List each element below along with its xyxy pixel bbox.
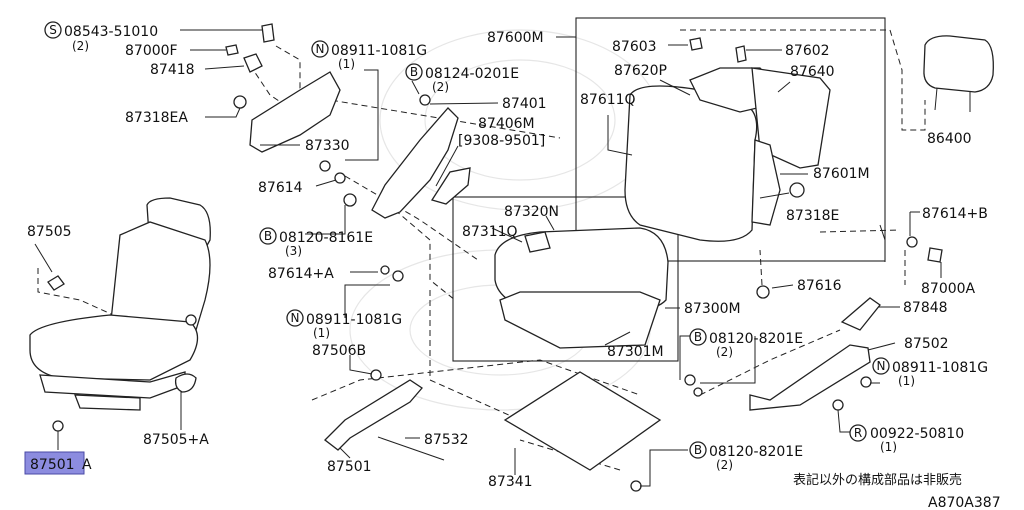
b-circle-icon — [259, 227, 277, 245]
part-label-87505[interactable]: 87505 — [27, 224, 72, 240]
part-label-08120-8201e-bottom[interactable]: 08120-8201E — [709, 444, 803, 460]
part-label-87506b[interactable]: 87506B — [312, 343, 366, 359]
part-label-87501-selected[interactable]: 87501 — [30, 457, 75, 473]
part-qty-00922: (1) — [880, 440, 897, 454]
part-qty-08124: (2) — [432, 80, 449, 94]
n-circle-icon — [286, 309, 304, 327]
complete-seat-assembly — [29, 197, 211, 432]
right-side-fasteners — [749, 236, 943, 411]
s-circle-icon — [44, 21, 62, 39]
b-prefix-letter: B — [410, 65, 418, 79]
s-prefix-letter: S — [49, 23, 57, 37]
part-label-87600m[interactable]: 87600M — [487, 30, 544, 46]
part-labels: 08543-51010 (2) 87000F 87418 87318EA 873… — [27, 24, 988, 490]
part-label-87640[interactable]: 87640 — [790, 64, 835, 80]
part-label-87614[interactable]: 87614 — [258, 180, 303, 196]
part-label-08911-top[interactable]: 08911-1081G — [331, 43, 427, 59]
selected-part-highlight — [24, 451, 85, 475]
not-for-sale-note: 表記以外の構成部品は非販売 — [793, 472, 962, 488]
part-label-87502[interactable]: 87502 — [904, 336, 949, 352]
n-prefix-letter: N — [291, 311, 300, 325]
part-label-87616[interactable]: 87616 — [797, 278, 842, 294]
part-qty-08911-right: (1) — [898, 374, 915, 388]
dashed-guides — [37, 29, 926, 471]
part-label-87406m[interactable]: 87406M — [478, 116, 535, 132]
part-label-08911-right[interactable]: 08911-1081G — [892, 360, 988, 376]
seat-back-group-box — [575, 17, 886, 262]
n-circle-icon — [311, 40, 329, 58]
n-circle-icon — [872, 357, 890, 375]
part-label-08124[interactable]: 08124-0201E — [425, 66, 519, 82]
prefix-circle-icons: S N B B N B N R B — [44, 21, 890, 459]
b-prefix-letter: B — [264, 229, 272, 243]
part-label-08911-mid[interactable]: 08911-1081G — [306, 312, 402, 328]
b-circle-icon — [405, 63, 423, 81]
part-label-87611q[interactable]: 87611Q — [580, 92, 636, 108]
part-qty-08120-8201e-bottom: (2) — [716, 458, 733, 472]
b-circle-icon — [689, 328, 707, 346]
part-label-87300m[interactable]: 87300M — [684, 301, 741, 317]
r-circle-icon — [849, 424, 867, 442]
part-label-87301m[interactable]: 87301M — [607, 344, 664, 360]
part-label-87614b[interactable]: 87614+B — [922, 206, 988, 222]
n-prefix-letter: N — [877, 359, 886, 373]
part-qty-08543: (2) — [72, 39, 89, 53]
part-label-87601m[interactable]: 87601M — [813, 166, 870, 182]
part-label-87418[interactable]: 87418 — [150, 62, 195, 78]
part-label-00922[interactable]: 00922-50810 — [870, 426, 964, 442]
part-label-87311q[interactable]: 87311Q — [462, 224, 518, 240]
seat-back-assembly — [624, 37, 831, 299]
part-label-87000a[interactable]: 87000A — [921, 281, 976, 297]
part-label-87000f[interactable]: 87000F — [125, 43, 178, 59]
b-prefix-letter: B — [694, 443, 702, 457]
headrest — [923, 35, 994, 112]
part-label-08543[interactable]: 08543-51010 — [64, 24, 158, 40]
part-label-87330[interactable]: 87330 — [305, 138, 350, 154]
part-label-87318ea[interactable]: 87318EA — [125, 110, 188, 126]
leader-lines — [34, 29, 942, 487]
part-label-87318e[interactable]: 87318E — [786, 208, 839, 224]
part-label-87603[interactable]: 87603 — [612, 39, 657, 55]
seat-cushion-assembly — [494, 227, 669, 349]
r-prefix-letter: R — [854, 426, 862, 440]
part-qty-08120-8201e-mid: (2) — [716, 345, 733, 359]
b-prefix-letter: B — [694, 330, 702, 344]
part-range-87406m: [9308-9501] — [458, 133, 545, 149]
recliner-cover — [225, 23, 404, 381]
back-hinge-bracket — [371, 94, 471, 219]
part-label-87505a[interactable]: 87505+A — [143, 432, 209, 448]
part-label-87614a[interactable]: 87614+A — [268, 266, 334, 282]
part-label-87401[interactable]: 87401 — [502, 96, 547, 112]
part-qty-08120-8161e: (3) — [285, 244, 302, 258]
part-label-86400[interactable]: 86400 — [927, 131, 972, 147]
part-label-87320n[interactable]: 87320N — [504, 204, 559, 220]
part-qty-08911-top: (1) — [338, 57, 355, 71]
part-qty-08911-mid: (1) — [313, 326, 330, 340]
part-label-87501-suffix: A — [82, 457, 92, 473]
diagram-code: A870A387 — [928, 495, 1001, 510]
part-label-87501-rail[interactable]: 87501 — [327, 459, 372, 475]
seat-cushion-group-box — [452, 196, 679, 362]
part-label-87848[interactable]: 87848 — [903, 300, 948, 316]
part-label-87341[interactable]: 87341 — [488, 474, 533, 490]
part-label-87532[interactable]: 87532 — [424, 432, 469, 448]
n-prefix-letter: N — [316, 42, 325, 56]
part-label-08120-8161e[interactable]: 08120-8161E — [279, 230, 373, 246]
part-label-87602[interactable]: 87602 — [785, 43, 830, 59]
part-label-87620p[interactable]: 87620P — [614, 63, 667, 79]
b-circle-icon — [689, 441, 707, 459]
part-label-08120-8201e-mid[interactable]: 08120-8201E — [709, 331, 803, 347]
